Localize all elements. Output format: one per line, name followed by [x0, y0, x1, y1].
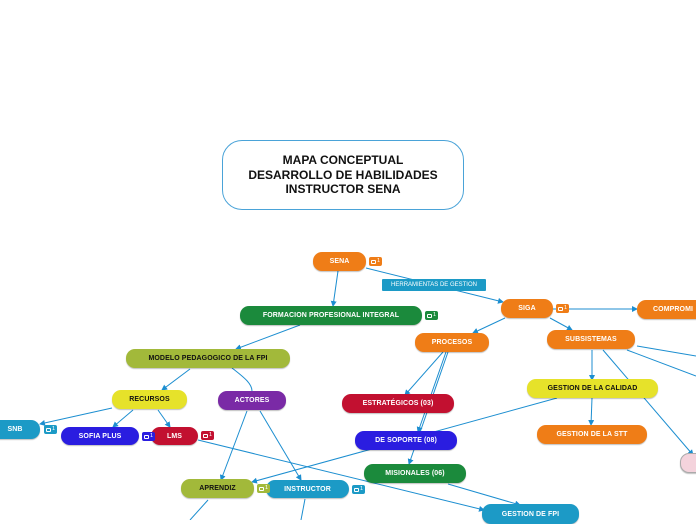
link-siga-subsistemas	[549, 317, 573, 331]
node-aprendiz[interactable]: APRENDIZ	[181, 479, 254, 498]
link-procesos-soporte	[416, 351, 447, 433]
central-topic-title: MAPA CONCEPTUAL DESARROLLO DE HABILIDADE…	[248, 153, 438, 197]
note-badge-formacion[interactable]: 1	[425, 311, 439, 320]
node-lms[interactable]: LMS	[151, 427, 198, 445]
link-procesos-estrategicos	[404, 351, 444, 396]
link-recursos-sofia	[112, 409, 134, 428]
node-actores[interactable]: ACTORES	[218, 391, 286, 410]
link-recursos-snb	[39, 407, 113, 426]
comment-icon	[46, 427, 51, 432]
link-subsistemas-offscreen-1	[636, 345, 696, 357]
note-badge-instructor[interactable]: 1	[352, 485, 366, 494]
central-topic[interactable]: MAPA CONCEPTUAL DESARROLLO DE HABILIDADE…	[222, 140, 464, 210]
link-instructor-down	[300, 498, 306, 520]
link-actores-instructor	[259, 410, 302, 481]
node-sena[interactable]: SENA	[313, 252, 366, 271]
link-sena-formacion	[330, 270, 339, 307]
node-snb[interactable]: SNB	[0, 420, 40, 439]
link-formacion-modelo	[235, 324, 301, 351]
node-compromiso[interactable]: COMPROMI	[637, 300, 696, 319]
node-estrategicos[interactable]: ESTRATÉGICOS (03)	[342, 394, 454, 413]
node-de-soporte[interactable]: DE SOPORTE (08)	[355, 431, 457, 450]
node-modelo-pedagogico[interactable]: MODELO PEDAGOGICO DE LA FPI	[126, 349, 290, 368]
link-subsistemas-pink	[602, 349, 694, 456]
comment-icon	[371, 259, 376, 264]
comment-icon	[427, 313, 432, 318]
link-subsistemas-offscreen-2	[626, 349, 696, 377]
node-procesos[interactable]: PROCESOS	[415, 333, 489, 352]
link-recursos-lms	[157, 409, 171, 428]
comment-icon	[144, 434, 149, 439]
link-aprendiz-down	[189, 499, 209, 520]
relationship-label[interactable]: HERRAMIENTAS DE GESTION	[382, 279, 486, 291]
link-lms-gestionfpi	[197, 439, 485, 512]
note-badge-sofia[interactable]: 1	[142, 432, 156, 441]
node-gestion-calidad[interactable]: GESTION DE LA CALIDAD	[527, 379, 658, 398]
link-siga-procesos	[472, 317, 506, 334]
link-calidad-stt	[588, 397, 595, 426]
comment-icon	[259, 486, 264, 491]
link-actores-aprendiz	[219, 410, 248, 481]
node-offscreen-pink[interactable]	[680, 453, 696, 473]
link-misionales-gestionfpi	[447, 483, 521, 507]
comment-icon	[558, 306, 563, 311]
node-sofia-plus[interactable]: SOFIA PLUS	[61, 427, 139, 445]
node-misionales[interactable]: MISIONALES (06)	[364, 464, 466, 483]
link-modelo-actores	[231, 367, 253, 392]
note-badge-lms[interactable]: 1	[201, 431, 215, 440]
comment-icon	[203, 433, 208, 438]
node-formacion-profesional-integral[interactable]: FORMACION PROFESIONAL INTEGRAL	[240, 306, 422, 325]
link-modelo-recursos	[161, 368, 191, 391]
node-gestion-fpi[interactable]: GESTION DE FPI	[482, 504, 579, 524]
note-badge-sena[interactable]: 1	[369, 257, 383, 266]
note-badge-siga[interactable]: 1	[556, 304, 570, 313]
node-recursos[interactable]: RECURSOS	[112, 390, 187, 409]
comment-icon	[354, 487, 359, 492]
node-gestion-stt[interactable]: GESTION DE LA STT	[537, 425, 647, 444]
note-badge-snb[interactable]: 1	[44, 425, 58, 434]
node-subsistemas[interactable]: SUBSISTEMAS	[547, 330, 635, 349]
note-badge-aprendiz[interactable]: 1	[257, 484, 271, 493]
node-siga[interactable]: SIGA	[501, 299, 553, 318]
node-instructor[interactable]: INSTRUCTOR	[266, 480, 349, 498]
